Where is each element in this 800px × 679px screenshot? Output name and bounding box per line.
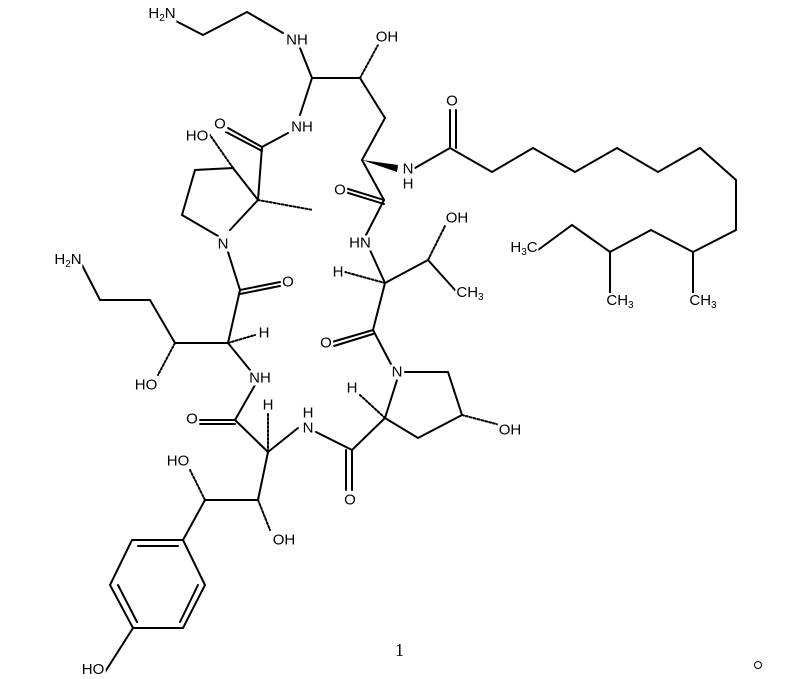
amide-nh-label: NH <box>248 369 272 387</box>
phenol-label: HO <box>80 661 106 678</box>
amide-n-label: N <box>301 419 315 437</box>
pyrrolidine-n-label: N <box>216 235 230 253</box>
amide-nh-label: NH <box>290 118 314 136</box>
amide-n-label: N <box>401 160 415 178</box>
hydroxyl-label: OH <box>374 28 400 46</box>
methyl-label: H3C <box>509 239 539 260</box>
hydroxyl-label: HO <box>184 127 210 145</box>
pyrrolidine-n-label: N <box>390 363 404 381</box>
compound-number: 1 <box>395 640 404 660</box>
nh-label: NH <box>285 31 309 49</box>
methyl-label: CH3 <box>455 284 485 305</box>
amide-hn-label: HN <box>348 234 372 252</box>
amine-label: H2N <box>53 251 83 272</box>
hydrogen-label: H <box>257 324 271 342</box>
hydrogen-label: H <box>331 263 345 281</box>
trailing-mark <box>754 661 762 669</box>
carbonyl-o-label: O <box>185 410 199 428</box>
methyl-label: CH3 <box>688 292 718 313</box>
amide-h-label: H <box>401 175 415 193</box>
acyl-o-label: O <box>445 92 459 110</box>
hydroxyl-label: OH <box>497 421 523 439</box>
hydrogen-label: H <box>261 396 275 414</box>
hydrogen-label: H <box>345 379 359 397</box>
carbonyl-o-label: O <box>281 273 295 291</box>
carbonyl-o-label: O <box>213 115 227 133</box>
carbonyl-o-label: O <box>333 181 347 199</box>
hydroxyl-label: OH <box>271 531 297 549</box>
methyl-label: CH3 <box>605 292 635 313</box>
amine-label: H2N <box>147 5 177 26</box>
carbonyl-o-label: O <box>319 334 333 352</box>
amide-h-label: H <box>301 404 315 422</box>
hydroxyl-label: HO <box>133 376 159 394</box>
hydroxyl-label: OH <box>444 209 470 227</box>
hydroxyl-label: HO <box>165 452 191 470</box>
carbonyl-o-label: O <box>343 491 357 509</box>
